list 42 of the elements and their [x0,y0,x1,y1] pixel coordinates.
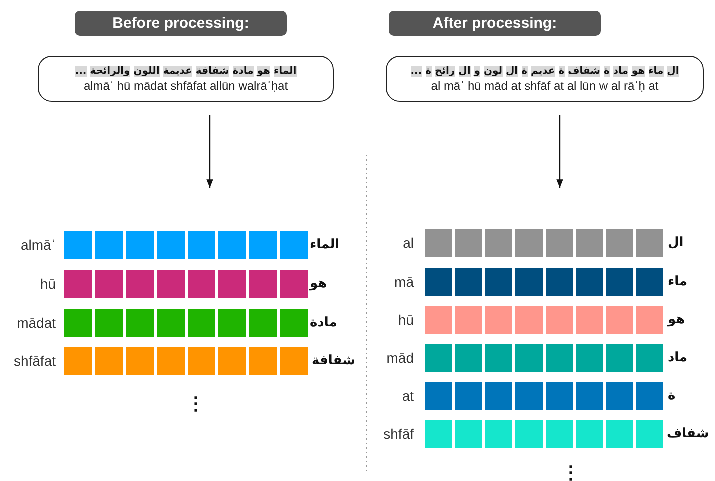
transliteration: mād [386,350,414,366]
transliteration: al [403,235,414,251]
embedding-vector [425,420,663,448]
transliteration: almāʾ [20,237,56,253]
embedding-vector [64,231,308,259]
arabic-token: ماد [668,350,688,366]
transliteration: at [402,388,414,404]
arabic-token: هو [668,312,686,328]
sentence-box [386,56,704,102]
embedding-vector [425,229,663,257]
arabic-token: ال [668,236,684,250]
section-heading: Before processing: [75,11,287,36]
arabic-sentence: الماء هو مادة شفافة عديمة اللون والرائحة ... [75,66,297,76]
arabic-token: هو [310,276,328,292]
transliteration: mā [394,274,414,290]
embedding-vector [425,344,663,372]
arrow [206,115,214,188]
embedding-vector [425,306,663,334]
transliteration: al māʾ hū mād at shfāf at al lūn w al rāʾḥ at [431,78,659,92]
embedding-vector [64,347,308,375]
arabic-sentence: ال ماء هو ماد ة شفاف ة عديم ة ال لون و ال رائح ة ... [410,66,680,76]
ellipsis: ⋮ [187,393,205,415]
embedding-vector [64,309,308,337]
transliteration: shfāfat [14,353,56,369]
arabic-token: ماء [668,274,688,290]
transliteration: almāʾ hū mādat shfāfat allūn walrāʾḥat [84,78,288,92]
arabic-token: شفافة [312,354,356,368]
embedding-vector [64,270,308,298]
sentence-box [38,56,334,102]
arabic-token: ة [668,388,676,404]
embedding-vector [425,268,663,296]
embedding-vector [425,382,663,410]
arrow [556,115,564,188]
arabic-token: شفاف [667,426,710,442]
transliteration: hū [40,276,56,292]
transliteration: mādat [17,315,56,331]
transliteration: shfāf [384,426,414,442]
transliteration: hū [398,312,414,328]
section-heading: After processing: [389,11,601,36]
arabic-token: الماء [310,238,340,252]
arabic-token: مادة [310,316,338,330]
ellipsis: ⋮ [562,462,580,481]
